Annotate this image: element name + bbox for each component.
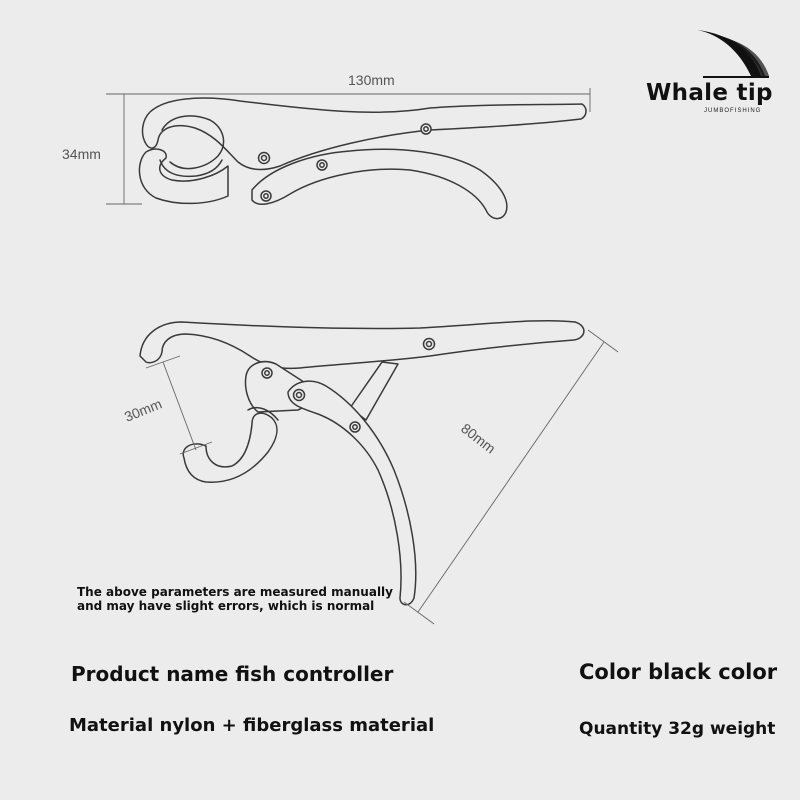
lower-handle-closed	[251, 148, 508, 220]
spec-color: Color black color	[579, 660, 778, 684]
length-label: 130mm	[348, 72, 395, 88]
upper-arm-closed	[141, 97, 587, 171]
upper-arm-open	[139, 319, 585, 370]
measurement-note: The above parameters are measured manual…	[77, 585, 393, 613]
note-line-2: and may have slight errors, which is nor…	[77, 599, 375, 613]
dimension-lines-bottom	[145, 329, 619, 625]
upper-jaw-inner	[161, 115, 225, 170]
brand-logo: Whale tip JUMBOFISHING	[640, 28, 790, 118]
dimension-lines-top	[106, 88, 591, 205]
whale-tail-icon	[697, 30, 769, 78]
lower-jaw-closed	[138, 148, 229, 205]
spec-quantity: Quantity 32g weight	[579, 719, 776, 739]
gripper-open-drawing	[139, 319, 585, 606]
gripper-closed-drawing	[138, 97, 587, 220]
lower-jaw-open	[182, 412, 278, 483]
lower-handle-open	[287, 380, 417, 606]
spec-product-name: Product name fish controller	[71, 662, 394, 686]
spec-material: Material nylon + fiberglass material	[69, 715, 435, 736]
height-label: 34mm	[62, 146, 101, 162]
note-line-1: The above parameters are measured manual…	[77, 585, 393, 599]
brand-tagline: JUMBOFISHING	[704, 108, 762, 114]
brand-name: Whale tip	[646, 80, 773, 106]
